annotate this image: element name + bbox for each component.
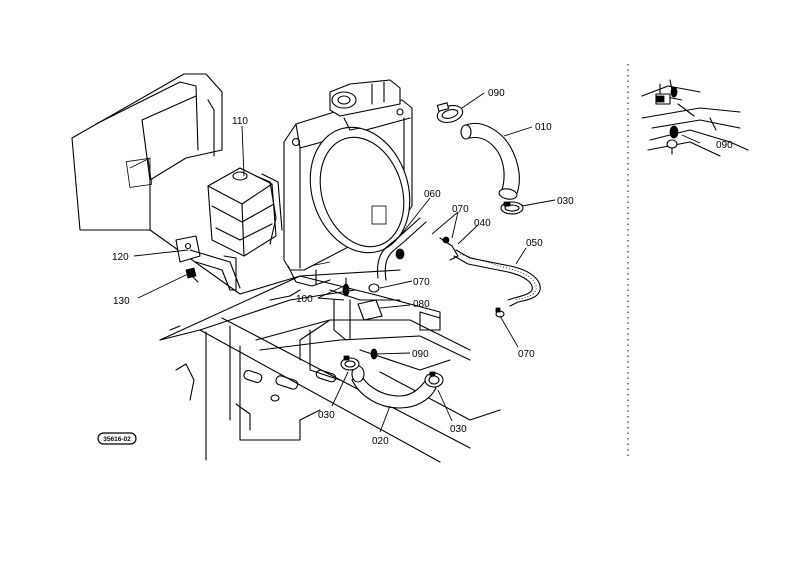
label-030-upper: 030	[557, 196, 574, 207]
label-070-mid: 070	[413, 277, 430, 288]
overflow-clamp-070	[495, 307, 505, 318]
label-020: 020	[372, 436, 389, 447]
label-120: 120	[112, 252, 129, 263]
label-090-inset: 090	[716, 140, 733, 151]
overflow-hose	[439, 236, 541, 307]
leader-lines	[133, 92, 701, 433]
label-100: 100	[296, 294, 313, 305]
radiator	[283, 79, 413, 287]
upper-hose	[460, 122, 520, 200]
drain-tube	[376, 217, 427, 281]
label-130: 130	[113, 296, 130, 307]
label-030-right: 030	[450, 424, 467, 435]
upper-hose-clamp-top	[436, 102, 464, 123]
reserve-tank	[207, 167, 283, 257]
lower-hose	[351, 365, 437, 409]
label-030-left: 030	[318, 410, 335, 421]
figure-tag: 35616-02	[97, 432, 137, 445]
tractor-body	[71, 73, 501, 463]
tank-bracket	[175, 235, 241, 291]
lower-hose-clamp-left	[340, 355, 360, 371]
figure-tag-text: 35616-02	[103, 436, 131, 443]
label-040: 040	[474, 218, 491, 229]
tank-bolt	[185, 267, 199, 283]
label-070-top: 070	[452, 204, 469, 215]
label-090-lower: 090	[412, 349, 429, 360]
part-labels: 110 120 130 090 010 030 060 070 040 050 …	[112, 88, 733, 447]
label-050: 050	[526, 238, 543, 249]
inset-detail	[641, 79, 749, 157]
label-110: 110	[232, 116, 248, 127]
label-060: 060	[424, 189, 441, 200]
drain-plug-fittings	[342, 277, 383, 360]
upper-hose-clamp-bottom	[500, 201, 524, 215]
label-090-upper: 090	[488, 88, 505, 99]
label-070-right: 070	[518, 349, 535, 360]
lower-hose-clamp-right	[424, 371, 444, 388]
label-010: 010	[535, 122, 552, 133]
label-080: 080	[413, 299, 430, 310]
